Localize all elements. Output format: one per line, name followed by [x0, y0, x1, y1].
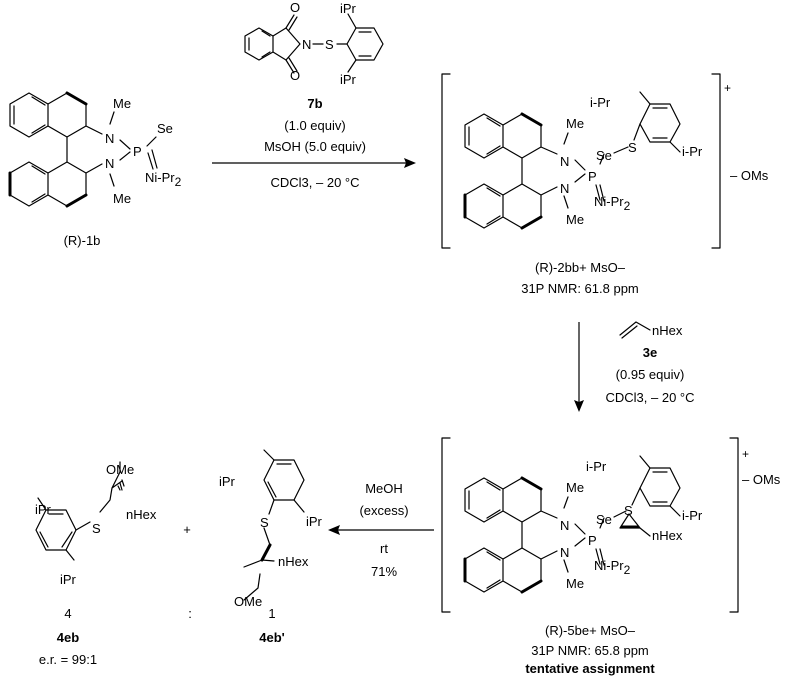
s-atom: S [624, 503, 633, 518]
product-4ebp-structure [243, 449, 305, 601]
reaction-arrow-2 [574, 322, 584, 412]
product-4eb-label: 4eb [57, 630, 79, 645]
intermediate-5be-nmr: 31P NMR: 65.8 ppm [531, 643, 649, 658]
n-atom: N [302, 37, 311, 52]
s-atom: S [92, 521, 101, 536]
p-atom: P [588, 169, 597, 184]
step3-reagent-note: (excess) [359, 503, 408, 518]
plus-sign: + [183, 522, 191, 537]
product-4ebp-label: 4eb' [259, 630, 285, 645]
reaction-arrow-1 [212, 158, 416, 168]
cation-charge: + [742, 447, 749, 461]
s-atom: S [628, 140, 637, 155]
intermediate-5be-structure [441, 437, 739, 613]
amino-group: Ni-Pr2 [594, 194, 631, 213]
se-atom: Se [157, 121, 173, 136]
p-atom: P [588, 533, 597, 548]
n-atom: N [560, 545, 569, 560]
isopropyl-group: iPr [35, 502, 52, 517]
reagent-7b-amount: (1.0 equiv) [284, 118, 345, 133]
isopropyl-group: iPr [306, 514, 323, 529]
methyl-group: Me [566, 116, 584, 131]
intermediate-5be-label: (R)-5be+ MsO– [545, 623, 636, 638]
methyl-group: Me [566, 576, 584, 591]
product-4eb-ratio: 4 [64, 606, 71, 621]
methoxy-group: OMe [106, 462, 134, 477]
se-atom: Se [596, 512, 612, 527]
isopropyl-group: iPr [219, 474, 236, 489]
methyl-group: Me [113, 191, 131, 206]
amino-group: Ni-Pr2 [145, 170, 182, 189]
reaction-arrow-3 [328, 525, 434, 535]
methyl-group: Me [113, 96, 131, 111]
methyl-group: Me [566, 212, 584, 227]
reagent-7b-structure [244, 13, 384, 74]
reactant-label: (R)-1b [64, 233, 101, 248]
isopropyl-group: i-Pr [682, 144, 703, 159]
hexyl-group: nHex [278, 554, 309, 569]
intermediate-2bb-label: (R)-2bb+ MsO– [535, 260, 626, 275]
intermediate-2bb-structure [441, 73, 721, 249]
n-atom: N [560, 518, 569, 533]
hexyl-group: nHex [126, 507, 157, 522]
se-atom: Se [596, 148, 612, 163]
isopropyl-group: iPr [60, 572, 77, 587]
isopropyl-group: iPr [340, 72, 357, 87]
acid-conditions: MsOH (5.0 equiv) [264, 139, 366, 154]
n-atom: N [560, 181, 569, 196]
isopropyl-group: i-Pr [586, 459, 607, 474]
s-atom: S [325, 37, 334, 52]
product-4eb-structure [35, 461, 125, 561]
p-atom: P [133, 144, 142, 159]
hexyl-group: nHex [652, 323, 683, 338]
solvent-temp-1: CDCl3, – 20 °C [270, 175, 359, 190]
hexyl-group: nHex [652, 528, 683, 543]
amino-group: Ni-Pr2 [594, 558, 631, 577]
solvent-temp-2: CDCl3, – 20 °C [605, 390, 694, 405]
n-atom: N [105, 156, 114, 171]
product-4ebp-ratio: 1 [268, 606, 275, 621]
reagent-7b-label: 7b [307, 96, 322, 111]
counterion: – OMs [742, 472, 781, 487]
reagent-3e-label: 3e [643, 345, 657, 360]
methoxy-group: OMe [234, 594, 262, 609]
o-atom: O [290, 68, 300, 83]
enantiomeric-ratio: e.r. = 99:1 [39, 652, 97, 667]
cation-charge: + [724, 81, 731, 95]
reagent-3e-amount: (0.95 equiv) [616, 367, 685, 382]
ratio-separator: : [188, 606, 192, 621]
isopropyl-group: i-Pr [682, 508, 703, 523]
reactant-1b-structure [8, 91, 158, 208]
n-atom: N [105, 131, 114, 146]
isopropyl-group: i-Pr [590, 95, 611, 110]
isopropyl-group: iPr [340, 1, 357, 16]
step3-reagent: MeOH [365, 481, 403, 496]
tentative-note: tentative assignment [525, 661, 655, 676]
counterion: – OMs [730, 168, 769, 183]
s-atom: S [260, 515, 269, 530]
alkene-3e-structure [619, 321, 651, 339]
methyl-group: Me [566, 480, 584, 495]
step3-yield: 71% [371, 564, 397, 579]
intermediate-2bb-nmr: 31P NMR: 61.8 ppm [521, 281, 639, 296]
n-atom: N [560, 154, 569, 169]
step3-temperature: rt [380, 541, 388, 556]
o-atom: O [290, 0, 300, 15]
